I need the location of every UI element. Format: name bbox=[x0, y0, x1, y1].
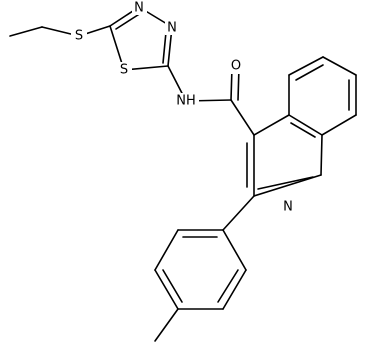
bonds bbox=[9, 6, 357, 342]
atom-n3: N bbox=[165, 20, 180, 36]
atom-n-quinoline: N bbox=[280, 199, 296, 215]
bond-methyl bbox=[154, 308, 179, 342]
atom-nh: NH bbox=[173, 93, 199, 109]
bond-carbonyl-c4 bbox=[230, 99, 255, 136]
bond-c8q-c8a bbox=[321, 114, 357, 136]
bond-c6q-c7q bbox=[322, 56, 357, 76]
atom-labels: S N N S NH O N bbox=[71, 0, 296, 215]
bond-n3-c2-double bbox=[162, 31, 167, 64]
bond-c4a-c8a-double bbox=[290, 122, 316, 138]
bond-tolyl-2-3 bbox=[154, 229, 179, 271]
atom-n3-label: N bbox=[167, 21, 177, 36]
bond-tolyl-3-4 bbox=[154, 269, 179, 310]
bond-c2q-tolyl bbox=[222, 195, 255, 231]
bond-c5q-c6q bbox=[288, 56, 324, 76]
bond-c5q-c6q-double bbox=[295, 64, 324, 81]
atom-n4: N bbox=[132, 0, 147, 16]
atom-s-ethyl: S bbox=[71, 28, 87, 44]
atom-s-ethyl-label: S bbox=[75, 29, 83, 44]
atom-o-label: O bbox=[231, 59, 241, 74]
bond-n1-c2q-double bbox=[257, 176, 314, 190]
bond-tolyl-5-6 bbox=[222, 269, 247, 310]
atom-s-ring: S bbox=[116, 62, 132, 78]
bond-c5-n4-double bbox=[115, 12, 142, 30]
atom-s-ring-label: S bbox=[120, 63, 128, 78]
atom-n-quinoline-label: N bbox=[283, 200, 293, 215]
bond-tolyl-6-1 bbox=[222, 229, 247, 271]
atom-nh-label: NH bbox=[176, 94, 196, 109]
atom-o: O bbox=[228, 58, 244, 74]
bond-c4a-c8a bbox=[288, 114, 323, 136]
bond-tolyl-3-4-double bbox=[162, 269, 183, 303]
bond-c8a-n1 bbox=[320, 134, 323, 176]
bond-tolyl-5-6-double bbox=[217, 269, 239, 303]
bond-ch3-ch2 bbox=[9, 26, 43, 37]
bond-c4-c4a bbox=[253, 114, 290, 136]
atom-n4-label: N bbox=[134, 1, 144, 16]
